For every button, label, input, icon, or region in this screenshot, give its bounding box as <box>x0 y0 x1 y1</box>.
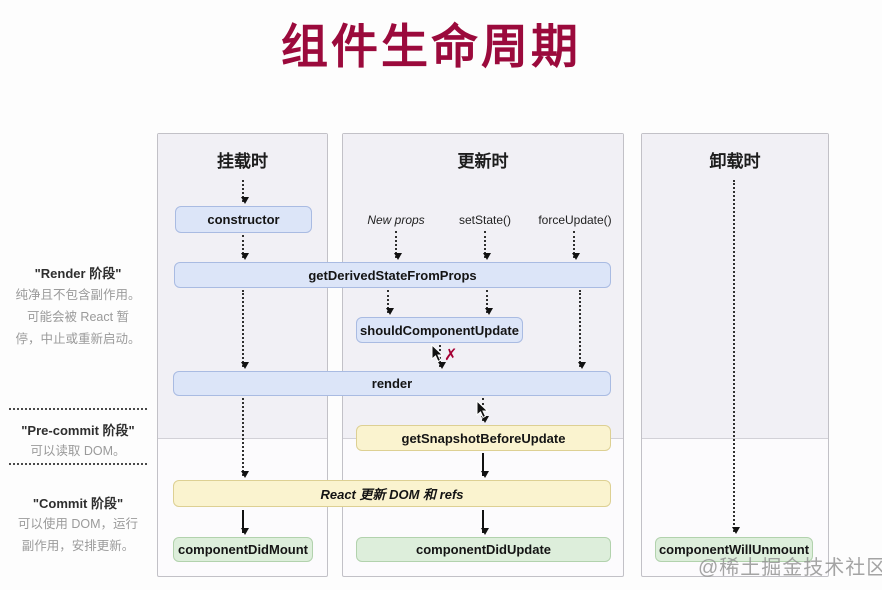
phase-commit-desc: 可以使用 DOM，运行 副作用，安排更新。 <box>17 517 139 553</box>
node-getderivedstatefromprops: getDerivedStateFromProps <box>174 262 611 288</box>
mouse-cursor-icon <box>431 344 444 362</box>
mouse-cursor-icon <box>476 400 489 418</box>
arrow-forceupdate-to-getderived <box>572 231 580 260</box>
node-render: render <box>173 371 611 396</box>
watermark: @稀土掘金技术社区 <box>698 557 882 579</box>
column-updating-header: 更新时 <box>457 152 509 171</box>
arrow-render-to-reactupdates <box>241 398 249 478</box>
node-shouldcomponentupdate: shouldComponentUpdate <box>356 317 523 343</box>
render-phase-band <box>642 134 828 439</box>
node-constructor: constructor <box>175 206 312 233</box>
arrow-reactupdates-to-didupdate <box>481 510 489 535</box>
column-mounting-header: 挂载时 <box>217 152 268 171</box>
trigger-new-props: New props <box>367 213 425 227</box>
arrow-getsnapshot-to-reactupdates <box>481 453 489 478</box>
phase-precommit-desc: 可以读取 DOM。 <box>30 444 126 458</box>
arrow-constructor-to-getderived <box>241 235 249 260</box>
arrow-shouldupdate-to-render <box>438 345 446 369</box>
cancel-update-mark: ✗ <box>444 347 458 364</box>
column-unmounting-header: 卸载时 <box>709 152 761 171</box>
phase-precommit-label: "Pre-commit 阶段" <box>21 423 135 438</box>
page-title: 组件生命周期 <box>281 20 581 73</box>
arrow-header-to-constructor <box>241 180 249 204</box>
arrow-header-to-willunmount <box>732 180 740 534</box>
node-react-updates-dom: React 更新 DOM 和 refs <box>173 480 611 507</box>
phase-render-label: "Render 阶段" <box>34 266 122 281</box>
node-componentdidupdate: componentDidUpdate <box>356 537 611 562</box>
column-unmounting: 卸载时 <box>641 133 829 577</box>
arrow-setstate-to-getderived <box>483 231 491 260</box>
arrow-getderived-to-shouldupdate-right <box>485 290 493 315</box>
arrow-reactupdates-to-didmount <box>241 510 249 535</box>
arrow-getderived-to-render-mount <box>241 290 249 369</box>
node-getsnapshotbeforeupdate: getSnapshotBeforeUpdate <box>356 425 611 451</box>
arrow-forceupdate-to-render <box>578 290 586 369</box>
phase-commit-label: "Commit 阶段" <box>32 496 124 511</box>
phase-divider <box>9 463 147 465</box>
phase-render-desc: 纯净且不包含副作用。 可能会被 React 暂 停，中止或重新启动。 <box>15 288 141 346</box>
arrow-getderived-to-shouldupdate-left <box>386 290 394 315</box>
phase-divider <box>9 408 147 410</box>
trigger-setstate: setState() <box>458 213 512 227</box>
node-componentwillunmount: componentWillUnmount <box>655 537 813 562</box>
node-componentdidmount: componentDidMount <box>173 537 313 562</box>
arrow-newprops-to-getderived <box>394 231 402 260</box>
trigger-forceupdate: forceUpdate() <box>538 213 612 227</box>
